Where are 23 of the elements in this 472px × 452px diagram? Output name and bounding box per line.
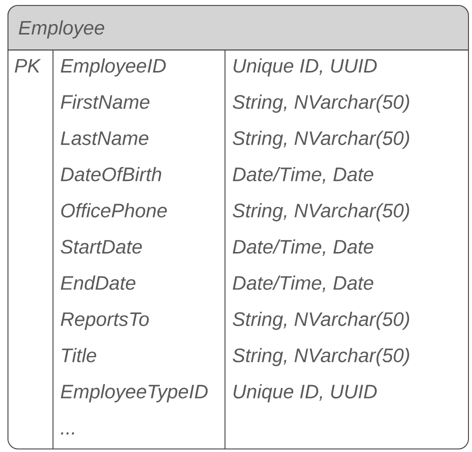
data-type: String, NVarchar(50) (232, 203, 410, 222)
attribute-name: EmployeeTypeID (60, 384, 208, 402)
data-type: Unique ID, UUID (234, 58, 377, 77)
attribute-name: StartDate (60, 240, 142, 254)
ellipsis: ... (60, 432, 74, 434)
data-type: Date/Time, Date (232, 166, 374, 184)
data-type: Date/Time, Date (232, 276, 374, 292)
attribute-name: EndDate (60, 276, 136, 290)
table-title: Employee (18, 20, 104, 39)
attribute-name: Title (62, 348, 96, 362)
data-type: Date/Time, Date (232, 239, 374, 256)
data-type: String, NVarchar(50) (232, 348, 410, 366)
data-type: String, NVarchar(50) (232, 312, 410, 330)
data-type: String, NVarchar(50) (232, 94, 410, 113)
attribute-name: EmployeeID (60, 58, 166, 77)
attribute-name: LastName (60, 131, 148, 146)
data-type: Unique ID, UUID (234, 384, 377, 402)
attribute-name: FirstName (60, 94, 150, 109)
attribute-name: DateOfBirth (60, 166, 162, 182)
key-label: PK (14, 59, 41, 72)
attribute-name: OfficePhone (61, 203, 167, 218)
data-type: String, NVarchar(50) (232, 130, 410, 149)
attribute-name: ReportsTo (60, 312, 149, 330)
